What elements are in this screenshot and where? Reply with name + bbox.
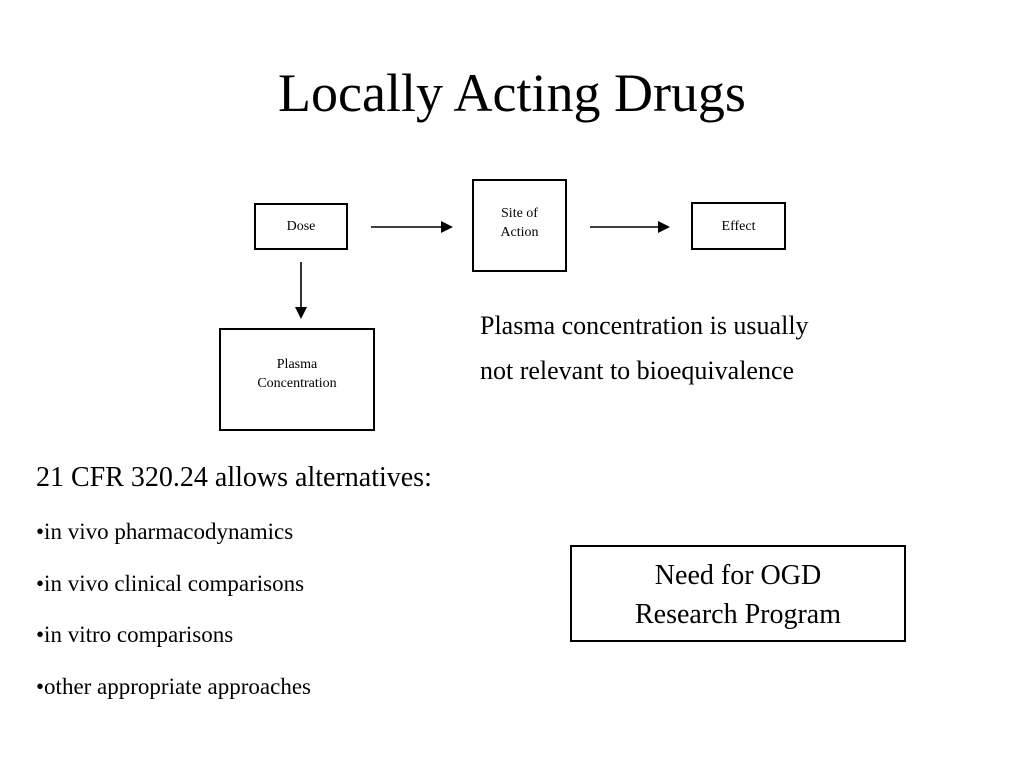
arrow-dose-to-plasma (295, 262, 307, 319)
dose-label: Dose (286, 219, 316, 234)
alternatives-list: •in vivo pharmacodynamics •in vivo clini… (36, 512, 311, 718)
site-of-action-label-line2: Action (500, 225, 539, 240)
plasma-concentration-label-line1: Plasma (276, 357, 318, 372)
arrow-site-to-effect (590, 221, 670, 233)
site-of-action-label-line1: Site of (501, 206, 538, 221)
site-of-action-box: Site of Action (472, 179, 567, 272)
ogd-research-box: Need for OGD Research Program (570, 545, 906, 642)
dose-box: Dose (254, 203, 348, 250)
list-item: •in vivo clinical comparisons (36, 570, 305, 596)
effect-box: Effect (691, 202, 786, 250)
slide-title: Locally Acting Drugs (278, 63, 746, 123)
plasma-relevance-note: Plasma concentration is usually not rele… (480, 311, 809, 385)
effect-label: Effect (721, 219, 756, 234)
cfr-heading: 21 CFR 320.24 allows alternatives: (36, 462, 432, 493)
plasma-concentration-box: Plasma Concentration (219, 328, 375, 431)
ogd-research-line1: Need for OGD (654, 560, 822, 591)
ogd-research-line2: Research Program (634, 599, 842, 630)
list-item: •in vivo pharmacodynamics (36, 519, 294, 544)
plasma-concentration-label-line2: Concentration (257, 376, 337, 391)
list-item: •in vitro comparisons (36, 622, 234, 647)
list-item: •other appropriate approaches (36, 673, 311, 699)
arrow-dose-to-site (371, 221, 453, 233)
